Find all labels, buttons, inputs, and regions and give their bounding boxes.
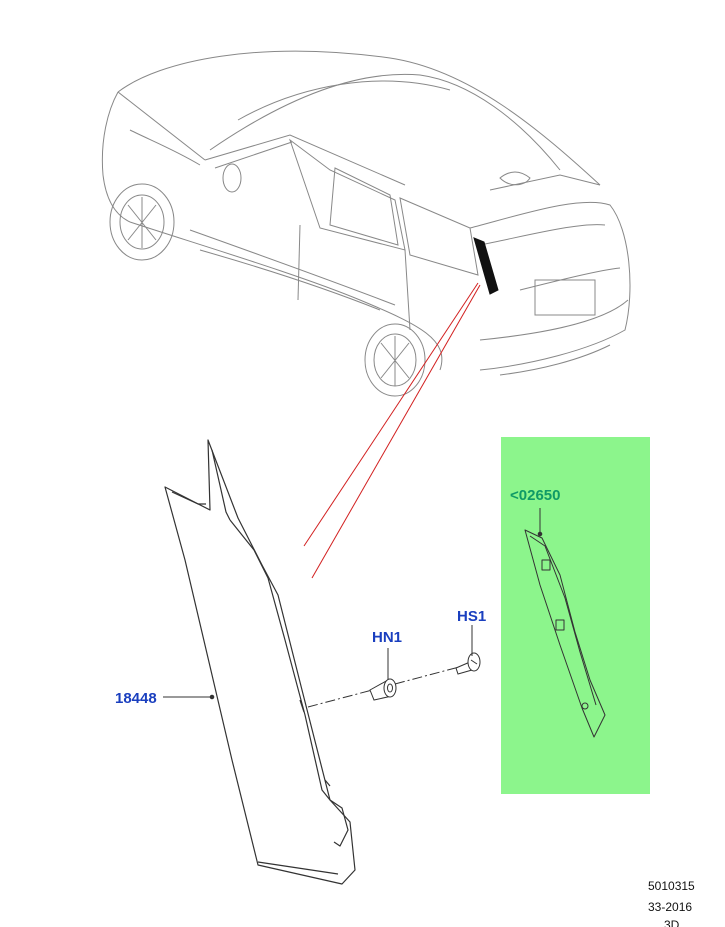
highlight-box [501, 437, 650, 794]
nut-hn1 [369, 678, 397, 701]
red-leader-lines [303, 282, 481, 579]
screw-hs1 [455, 652, 481, 675]
fastener-centerline [307, 661, 479, 708]
trim-panel-18448 [164, 439, 356, 885]
ref-code-line-2: 33-2016 [648, 900, 692, 914]
ref-code-line-1: 5010315 [648, 879, 695, 893]
label-hn1: HN1 [372, 629, 402, 646]
label-18448: 18448 [115, 690, 157, 707]
ref-code-line-3: 3D [664, 918, 680, 927]
label-hs1: HS1 [457, 608, 486, 625]
vehicle-illustration [101, 50, 631, 397]
alt-part-02650 [524, 508, 606, 738]
label-02650: <02650 [510, 487, 560, 504]
callout-leaders [163, 625, 473, 700]
